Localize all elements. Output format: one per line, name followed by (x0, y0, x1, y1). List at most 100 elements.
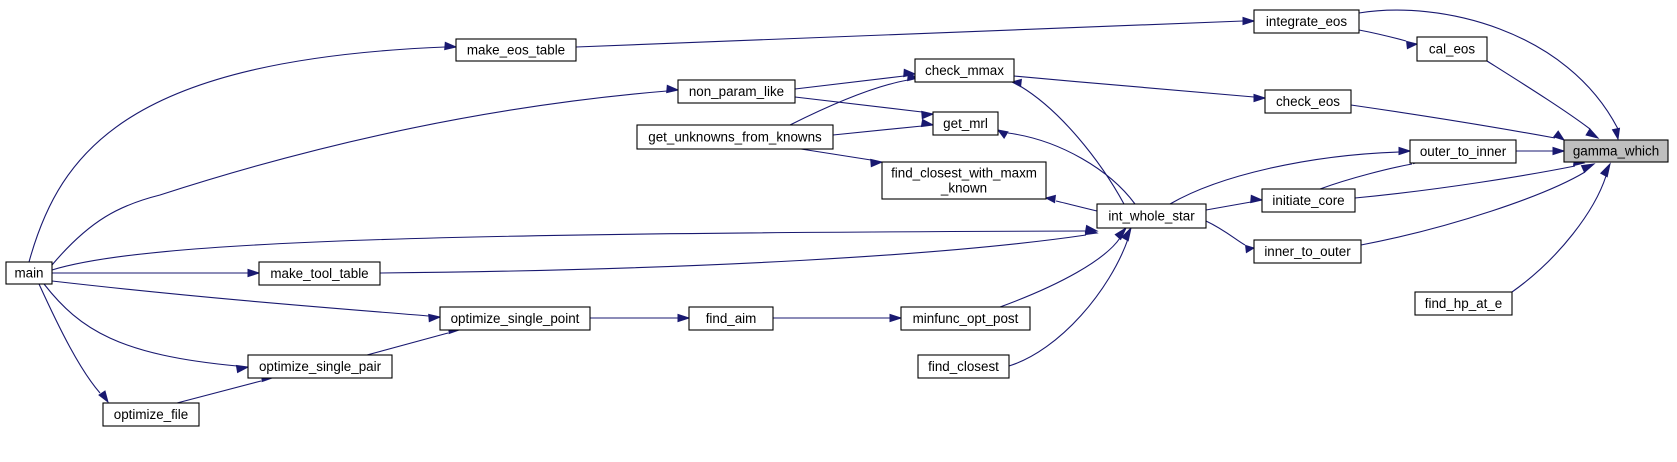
node-find-hp-at-e[interactable]: find_hp_at_e (1414, 291, 1513, 316)
node-check-mmax[interactable]: check_mmax (914, 58, 1015, 83)
arrow-head-icon (1120, 226, 1132, 242)
arrow-head-icon (1245, 244, 1256, 254)
node-box[interactable] (1253, 9, 1360, 34)
node-inner-to-outer[interactable]: inner_to_outer (1253, 239, 1362, 264)
node-box[interactable] (1096, 203, 1207, 229)
arrow-head-icon (996, 129, 1009, 139)
arrow-head-icon (1552, 130, 1566, 141)
node-optimize-single-point[interactable]: optimize_single_point (439, 306, 591, 331)
arrow-head-icon (677, 313, 691, 323)
edges-layer (28, 9, 1621, 404)
node-find-aim[interactable]: find_aim (688, 306, 774, 331)
node-check-eos[interactable]: check_eos (1264, 89, 1352, 114)
arrow-head-icon (444, 41, 458, 51)
edge-non_param_like-to-get_mrl (794, 96, 935, 120)
edge-initiate_core-to-outer_to_inner (1319, 155, 1424, 190)
edge-line (1205, 220, 1246, 246)
edge-minfunc_opt_post-to-int_whole_star (999, 226, 1128, 308)
edge-int_whole_star-to-outer_to_inner (1169, 146, 1412, 205)
node-label: non_param_like (689, 84, 784, 99)
edge-line (794, 96, 923, 113)
edge-cal_eos-to-gamma_which (1486, 60, 1600, 139)
node-box[interactable] (1261, 188, 1356, 213)
node-box[interactable] (1409, 139, 1517, 164)
node-label: optimize_file (114, 407, 188, 422)
node-box[interactable] (881, 161, 1047, 200)
node-box[interactable] (1416, 36, 1488, 62)
arrow-head-icon (1114, 226, 1128, 241)
arrow-head-icon (1398, 146, 1412, 156)
node-box[interactable] (5, 261, 53, 285)
node-optimize-single-pair[interactable]: optimize_single_pair (247, 354, 393, 379)
edge-find_aim-to-minfunc_opt_post (773, 313, 903, 323)
node-box[interactable] (914, 58, 1015, 83)
edge-check_mmax-to-check_eos (1013, 75, 1267, 103)
node-make-tool-table[interactable]: make_tool_table (258, 261, 381, 286)
edge-optimize_file-to-optimize_single_pair (176, 373, 274, 404)
node-box[interactable] (932, 111, 999, 136)
node-box[interactable] (455, 38, 577, 62)
edge-int_whole_star-to-find_closest_with_maxm_known (1044, 194, 1098, 212)
node-non-param-like[interactable]: non_param_like (677, 79, 796, 104)
node-box[interactable] (900, 306, 1031, 331)
edge-line (1358, 29, 1407, 42)
edge-main-to-optimize_single_pair (43, 283, 250, 374)
arrow-head-icon (1406, 40, 1419, 50)
node-find-closest[interactable]: find_closest (917, 354, 1010, 379)
node-label: gamma_which (1573, 144, 1659, 159)
node-label: optimize_single_pair (259, 359, 382, 374)
node-get-mrl[interactable]: get_mrl (932, 111, 999, 136)
node-box[interactable] (247, 354, 393, 379)
edge-get_unknowns_from_knowns-to-check_mmax (789, 72, 920, 126)
node-box[interactable] (258, 261, 381, 286)
node-gamma-which[interactable]: gamma_which (1563, 139, 1669, 163)
node-initiate-core[interactable]: initiate_core (1261, 188, 1356, 213)
edge-line (43, 283, 238, 367)
node-box[interactable] (1264, 89, 1352, 114)
node-box[interactable] (677, 79, 796, 104)
node-get-unknowns-from-knowns[interactable]: get_unknowns_from_knowns (636, 124, 834, 150)
edge-line (1205, 201, 1252, 211)
arrow-head-icon (1611, 127, 1621, 141)
edge-line (1319, 163, 1413, 190)
node-minfunc-opt-post[interactable]: minfunc_opt_post (900, 306, 1031, 331)
arrow-head-icon (1010, 78, 1022, 88)
arrow-head-icon (921, 110, 935, 120)
node-box[interactable] (1563, 139, 1669, 163)
node-box[interactable] (636, 124, 834, 150)
node-box[interactable] (917, 354, 1010, 379)
node-label: make_tool_table (270, 266, 368, 281)
node-int-whole-star[interactable]: int_whole_star (1096, 203, 1207, 229)
edge-non_param_like-to-check_mmax (794, 68, 917, 90)
arrow-head-icon (1242, 16, 1256, 26)
arrow-head-icon (235, 364, 250, 374)
edge-line (176, 380, 262, 404)
node-find-closest-with-maxm-known[interactable]: find_closest_with_maxm_known (881, 161, 1047, 200)
node-box[interactable] (1414, 291, 1513, 316)
node-box[interactable] (1253, 239, 1362, 264)
node-make-eos-table[interactable]: make_eos_table (455, 38, 577, 62)
node-cal-eos[interactable]: cal_eos (1416, 36, 1488, 62)
node-main[interactable]: main (5, 261, 53, 285)
edge-main-to-non_param_like (51, 84, 680, 266)
edge-line (1354, 165, 1576, 199)
node-label: outer_to_inner (1420, 144, 1507, 159)
arrow-head-icon (1250, 194, 1264, 204)
arrow-head-icon (428, 313, 442, 323)
edge-find_hp_at_e-to-gamma_which (1511, 162, 1611, 293)
node-label: find_closest (928, 359, 999, 374)
arrow-head-icon (907, 72, 920, 82)
node-integrate-eos[interactable]: integrate_eos (1253, 9, 1360, 34)
edge-line (575, 20, 1244, 48)
edge-line (800, 148, 872, 161)
edge-line (1008, 238, 1129, 367)
node-optimize-file[interactable]: optimize_file (102, 402, 200, 427)
node-box[interactable] (102, 402, 200, 427)
node-box[interactable] (439, 306, 591, 331)
arrow-head-icon (1552, 146, 1566, 156)
edge-line (1019, 85, 1125, 205)
node-outer-to-inner[interactable]: outer_to_inner (1409, 139, 1517, 164)
node-box[interactable] (688, 306, 774, 331)
node-label: make_eos_table (467, 43, 565, 58)
edge-line (51, 230, 1087, 271)
